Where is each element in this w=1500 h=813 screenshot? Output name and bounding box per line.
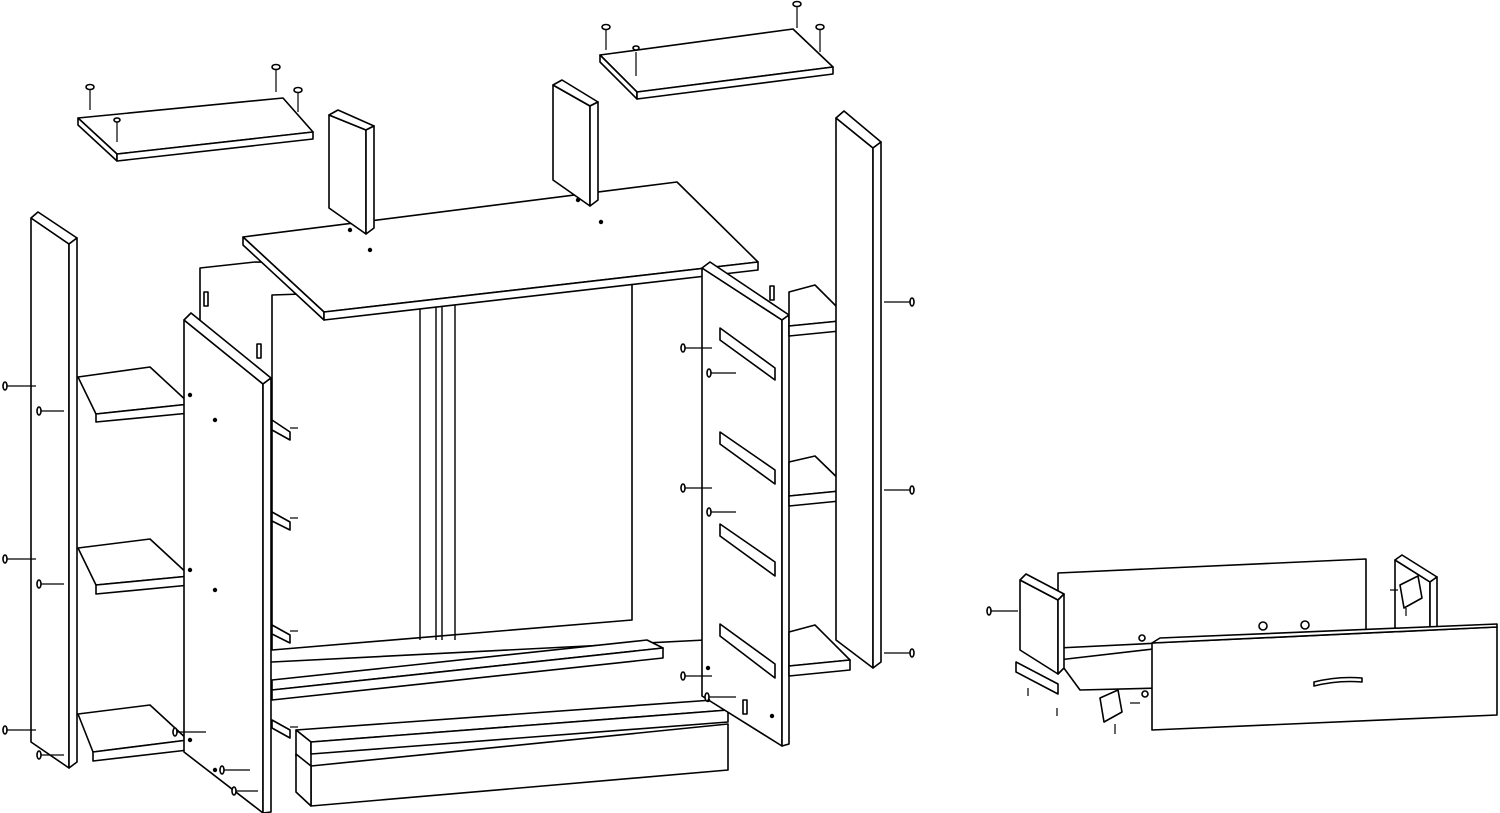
top-panel	[242, 181, 759, 321]
bottom-panel	[271, 639, 664, 701]
upper-divider-left	[328, 109, 375, 253]
drawer-exploded-view	[986, 554, 1498, 734]
screw-icon	[2, 285, 915, 796]
top-shelf-left	[77, 63, 314, 162]
open-shelf-right	[788, 284, 851, 677]
screw-icon	[601, 0, 825, 76]
top-shelf-right	[599, 0, 834, 100]
back-panel	[199, 261, 706, 663]
plinth-back	[295, 699, 729, 769]
drawer-runners	[271, 419, 291, 739]
upper-divider-right	[552, 79, 604, 225]
cabinet-exploded-view	[2, 0, 915, 813]
drawer-runners	[1015, 661, 1059, 695]
side-panel-outer-left	[30, 211, 78, 769]
screw-icon	[85, 63, 303, 142]
screw-icon	[986, 589, 1407, 734]
plinth-front	[295, 723, 729, 807]
open-shelf-left	[77, 366, 191, 762]
drawer-side-left	[1019, 573, 1065, 675]
drawer-front	[1151, 623, 1498, 731]
drawer-bottom	[1057, 647, 1163, 691]
side-panel-inner-right	[701, 261, 790, 747]
side-panel-outer-right	[835, 110, 882, 669]
drawer-runners	[719, 327, 776, 679]
side-panel-inner-left	[183, 312, 291, 813]
corner-bracket	[1099, 575, 1423, 723]
drawer-handle	[1313, 676, 1363, 687]
